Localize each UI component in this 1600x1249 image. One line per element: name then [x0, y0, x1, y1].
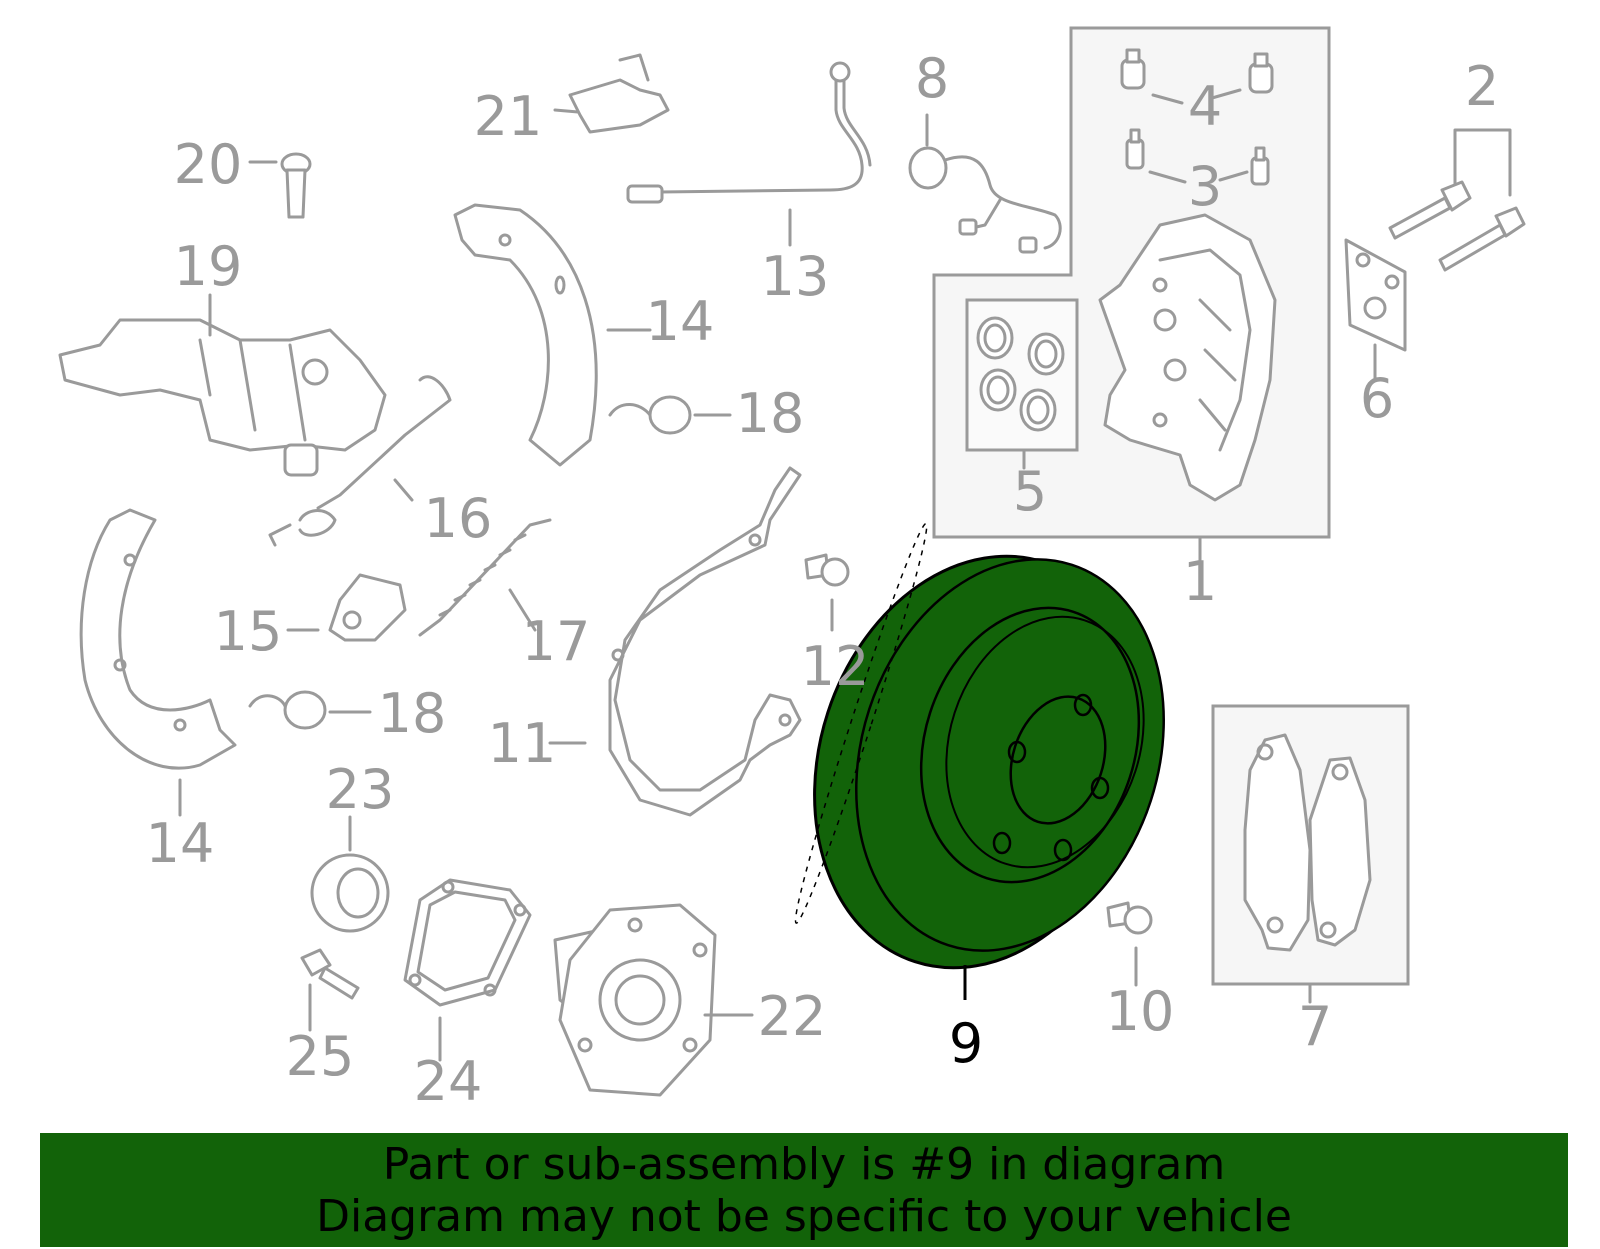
- part-notice-banner: Part or sub-assembly is #9 in diagram Di…: [40, 1133, 1568, 1247]
- callout-23[interactable]: 23: [326, 758, 395, 821]
- bracket-part-6: [1344, 238, 1407, 380]
- callout-14-upper[interactable]: 14: [646, 290, 715, 353]
- callout-7[interactable]: 7: [1298, 995, 1332, 1058]
- callout-2[interactable]: 2: [1465, 55, 1499, 118]
- callout-13[interactable]: 13: [761, 245, 830, 308]
- brake-pads-group: [1211, 704, 1410, 1004]
- callout-22[interactable]: 22: [758, 985, 827, 1048]
- callout-5[interactable]: 5: [1013, 460, 1047, 523]
- parking-brake-shoe-lower-part-14: [79, 508, 237, 817]
- callout-4[interactable]: 4: [1188, 75, 1222, 138]
- callout-3[interactable]: 3: [1188, 155, 1222, 218]
- mounting-bolts-part-2: [1388, 128, 1526, 272]
- callout-16[interactable]: 16: [424, 487, 493, 550]
- callout-24[interactable]: 24: [414, 1050, 483, 1113]
- wheel-hub-part-22: [553, 903, 754, 1097]
- caliper-assembly-group: [932, 26, 1331, 562]
- callout-21[interactable]: 21: [474, 85, 543, 148]
- caliper-part-1: [1098, 213, 1277, 502]
- brake-hose-part-13: [626, 61, 872, 247]
- callout-10[interactable]: 10: [1106, 980, 1175, 1043]
- bolt-part-20: [248, 152, 312, 219]
- bolt-part-12: [804, 553, 850, 632]
- banner-line-1: Part or sub-assembly is #9 in diagram: [382, 1139, 1226, 1190]
- callout-25[interactable]: 25: [286, 1025, 355, 1088]
- brake-rotor-part-9[interactable]: [763, 513, 1213, 1011]
- actuator-part-19: [58, 293, 387, 477]
- callout-8[interactable]: 8: [915, 47, 949, 110]
- callout-1[interactable]: 1: [1183, 550, 1217, 613]
- caliper-bleeders-part-3: [1125, 128, 1270, 186]
- seal-kit-part-5: [976, 316, 1065, 432]
- callout-15[interactable]: 15: [214, 600, 283, 663]
- connector-part-15: [286, 573, 407, 642]
- callout-18-upper[interactable]: 18: [736, 382, 805, 445]
- wear-sensor-part-8: [908, 113, 1062, 254]
- callout-12[interactable]: 12: [801, 635, 870, 698]
- callout-14-lower[interactable]: 14: [146, 812, 215, 875]
- spring-part-17: [418, 518, 552, 637]
- spring-part-18-lower: [248, 690, 372, 730]
- bolt-part-25: [300, 948, 360, 1032]
- callout-18-lower[interactable]: 18: [378, 682, 447, 745]
- spring-part-16: [268, 375, 452, 547]
- banner-line-2: Diagram may not be specific to your vehi…: [316, 1191, 1292, 1242]
- caliper-pins-part-4: [1120, 48, 1274, 105]
- callout-labels: 1 2 3 4 5 6 7 8 9 10 11 12 13 14 14 15 1…: [146, 47, 1500, 1113]
- backing-plate-part-11: [548, 466, 802, 817]
- callout-11[interactable]: 11: [488, 712, 557, 775]
- parking-brake-shoe-upper-part-14: [453, 203, 652, 467]
- gasket-part-24: [403, 878, 532, 1062]
- callout-6[interactable]: 6: [1360, 367, 1394, 430]
- bolt-part-10: [1106, 901, 1153, 987]
- sensor-part-21: [553, 53, 670, 134]
- callout-9[interactable]: 9: [949, 1012, 983, 1075]
- callout-19[interactable]: 19: [174, 235, 243, 298]
- callout-20[interactable]: 20: [174, 133, 243, 196]
- spring-part-18-upper: [608, 395, 732, 435]
- callout-17[interactable]: 17: [522, 610, 591, 673]
- bearing-part-23: [310, 815, 390, 933]
